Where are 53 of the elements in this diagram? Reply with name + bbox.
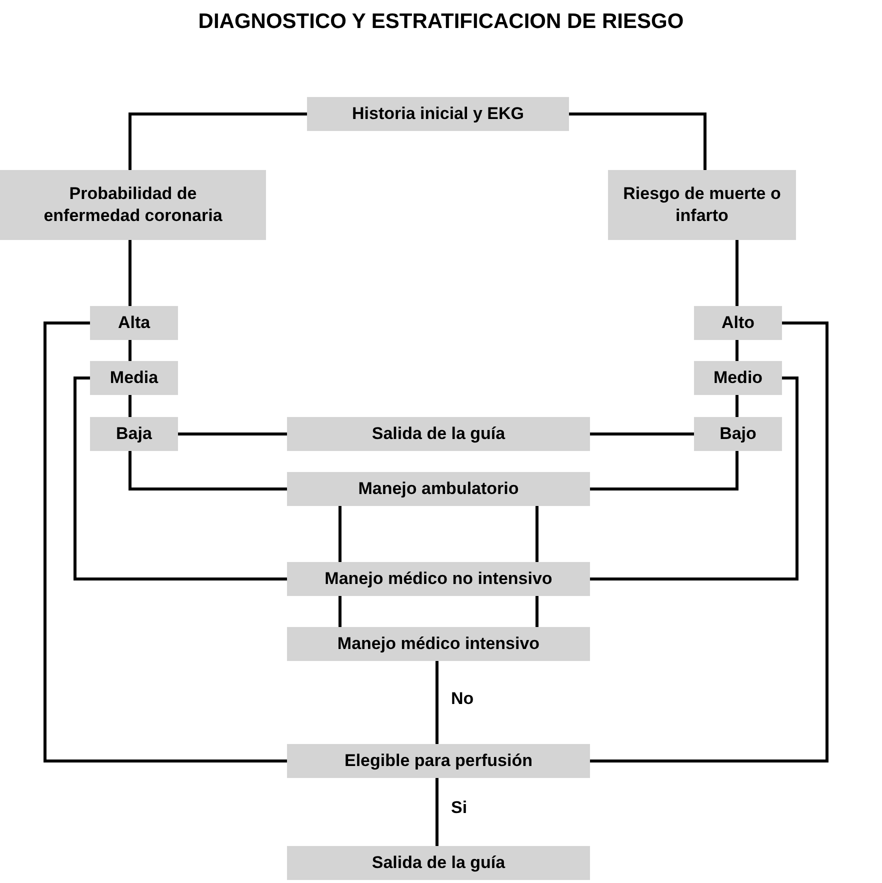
box-label: Bajo <box>720 422 756 445</box>
connector-line <box>74 376 287 580</box>
connector-line <box>736 395 738 417</box>
process-box <box>90 361 178 395</box>
box-label: Elegible para perfusión <box>344 750 532 772</box>
box-label: Alto <box>721 312 755 334</box>
box-label: Manejo médico no intensivo <box>324 568 552 590</box>
process-box <box>90 306 178 340</box>
connector-line <box>536 596 538 627</box>
box-label: Manejo ambulatorio <box>358 478 519 500</box>
box-label: Salida de la guía <box>372 852 506 874</box>
connector-line <box>128 395 132 417</box>
connector-line <box>590 451 738 490</box>
process-box <box>307 97 569 131</box>
connector-line <box>736 240 738 306</box>
connector-line <box>736 340 738 361</box>
connector-line <box>128 240 132 306</box>
box-label: Probabilidad de enfermedad coronaria <box>42 182 224 227</box>
box-label: Alta <box>118 312 150 334</box>
process-box <box>287 472 590 506</box>
process-box <box>287 417 590 451</box>
connector-line <box>128 340 132 361</box>
connector-line <box>536 506 538 562</box>
connector-line <box>44 322 287 762</box>
process-box <box>694 306 782 340</box>
connector-line <box>590 376 798 580</box>
box-label: Manejo médico intensivo <box>337 632 540 655</box>
process-box <box>694 361 782 395</box>
box-label: Media <box>110 366 158 389</box>
connector-line <box>569 112 706 170</box>
connector-line <box>338 596 342 627</box>
box-label: Historia inicial y EKG <box>352 102 524 125</box>
connector-line <box>436 661 438 744</box>
box-label: Baja <box>116 422 152 445</box>
connector-line <box>178 432 287 436</box>
connector-line <box>338 506 342 562</box>
process-box <box>608 170 796 240</box>
connector-line <box>128 451 287 490</box>
process-box <box>287 627 590 661</box>
process-box <box>287 846 590 880</box>
process-box <box>694 417 782 451</box>
box-label: Riesgo de muerte o infarto <box>622 182 782 227</box>
process-box <box>287 744 590 778</box>
process-box <box>90 417 178 451</box>
connector-line <box>590 432 694 436</box>
box-label: Salida de la guía <box>372 422 506 445</box>
box-label: Medio <box>713 366 763 389</box>
diagram-title: DIAGNOSTICO Y ESTRATIFICACION DE RIESGO <box>197 9 685 35</box>
process-box <box>287 562 590 596</box>
connector-line <box>590 322 828 762</box>
connector-line <box>436 778 438 846</box>
connector-line <box>128 112 307 170</box>
process-box <box>0 170 266 240</box>
